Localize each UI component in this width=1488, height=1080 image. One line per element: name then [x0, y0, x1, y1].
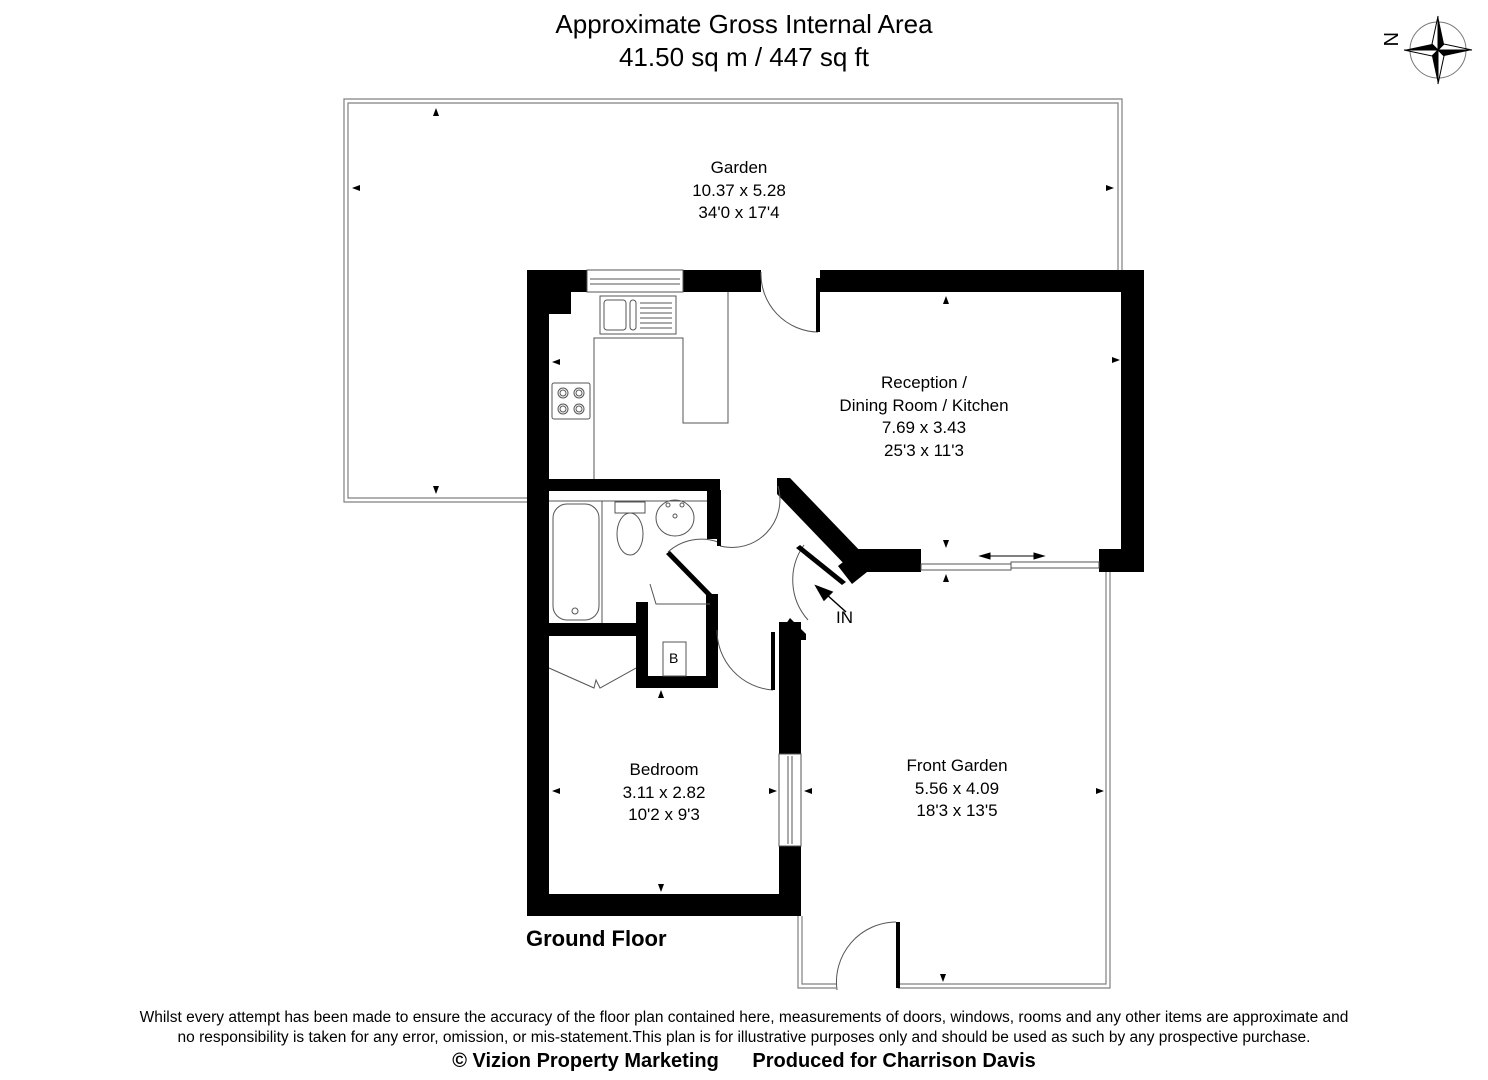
garden-outline — [343, 98, 1123, 503]
copyright: © Vizion Property Marketing — [452, 1050, 719, 1072]
boiler-box — [662, 641, 687, 677]
disclaimer-line-1: Whilst every attempt has been made to en… — [139, 1009, 1349, 1026]
footer: Whilst every attempt has been made to en… — [0, 1008, 1488, 1074]
boiler-label: B — [669, 650, 679, 666]
sliding-doors — [920, 561, 1100, 571]
bathroom-fittings — [549, 499, 707, 623]
room-label-bedroom: Bedroom 3.11 x 2.82 10'2 x 9'3 — [622, 760, 706, 824]
window-top — [586, 269, 684, 293]
front-garden-outline — [797, 572, 1111, 989]
area-value: 41.50 sq m / 447 sq ft — [618, 42, 870, 72]
door-leaves — [666, 278, 900, 988]
floor-plan — [343, 98, 1144, 991]
walls — [527, 270, 1144, 916]
disclaimer-line-2: no responsibility is taken for any error… — [177, 1029, 1311, 1046]
sliding-arrow-icon — [978, 552, 1046, 560]
compass-rose-icon: N — [1379, 15, 1473, 85]
floor-label: Ground Floor — [526, 926, 667, 951]
area-title: Approximate Gross Internal Area — [555, 9, 933, 39]
entrance-label: IN — [836, 608, 853, 627]
produced-for: Produced for Charrison Davis — [752, 1050, 1036, 1072]
room-label-front-garden: Front Garden 5.56 x 4.09 18'3 x 13'5 — [906, 756, 1008, 820]
room-label-reception: Reception / Dining Room / Kitchen 7.69 x… — [839, 373, 1009, 460]
dimension-markers — [352, 108, 1120, 982]
room-label-garden: Garden 10.37 x 5.28 34'0 x 17'4 — [692, 158, 786, 222]
credits: © Vizion Property Marketing Produced for… — [0, 1048, 1488, 1074]
header: Approximate Gross Internal Area 41.50 sq… — [0, 8, 1488, 74]
doors — [548, 271, 897, 991]
kitchen-units — [593, 292, 729, 479]
svg-text:N: N — [1379, 32, 1401, 46]
window-bedroom — [778, 753, 802, 847]
entrance-arrow-icon — [814, 584, 847, 613]
hob-icon — [551, 382, 591, 420]
